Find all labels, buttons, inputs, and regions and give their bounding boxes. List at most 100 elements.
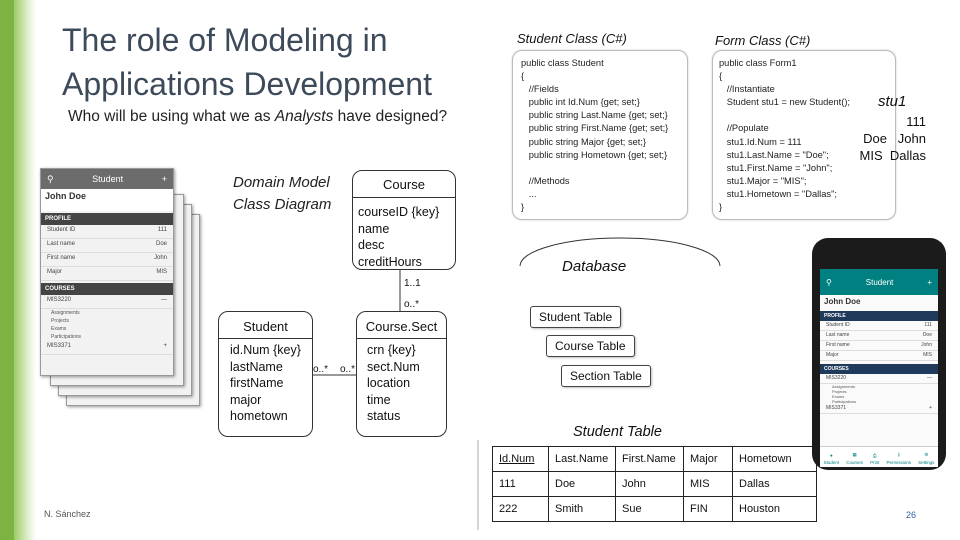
profile-section: PROFILE: [820, 311, 938, 321]
subtitle-pre: Who will be using what we as: [68, 108, 275, 125]
attribute: desc: [358, 238, 385, 252]
course-name: MIS3371: [47, 343, 72, 349]
profile-row: Last name Doe: [41, 239, 173, 253]
attribute: creditHours: [358, 254, 422, 269]
db-table-section: Section Table: [561, 365, 651, 387]
screen-header: ⚲ Student +: [41, 169, 173, 189]
row-value: 111: [157, 227, 167, 233]
db-table-student: Student Table: [530, 306, 622, 328]
uml-class-course-sect: Course.Sect crn {key} sect.Num location …: [356, 311, 447, 437]
attribute: major: [230, 392, 262, 407]
course-name: MIS3220: [826, 375, 847, 381]
row-label: First name: [47, 255, 76, 261]
app-bottom-nav: ●Student ▦Courses ⎙Print ⚷Permissions ⚙S…: [820, 446, 938, 467]
nav-print[interactable]: ⎙Print: [870, 453, 879, 467]
table-cell: Sue: [615, 496, 684, 522]
row-value: Doe: [155, 241, 167, 247]
gear-icon: ⚙: [924, 452, 929, 457]
attribute: lastName: [230, 359, 283, 374]
form-class-code-box: public class Form1 { //Instantiate Stude…: [712, 50, 896, 220]
multiplicity: 1..1: [404, 278, 421, 289]
plus-icon: +: [161, 174, 167, 184]
course-item: Assignments: [51, 310, 80, 316]
course-name: MIS3220: [47, 297, 72, 303]
course-name: MIS3371: [826, 405, 847, 411]
table-cell: 111: [492, 471, 549, 497]
database-shape: [519, 237, 721, 267]
row-label: Student ID: [826, 322, 850, 328]
multiplicity: o..*: [404, 299, 420, 310]
row-label: First name: [826, 342, 850, 348]
course-row: MIS3220—: [820, 374, 938, 384]
nav-permissions[interactable]: ⚷Permissions: [886, 452, 911, 467]
attribute: sect.Num: [367, 359, 420, 374]
table-cell: MIS: [683, 471, 733, 497]
plus-icon: +: [163, 343, 167, 349]
subtitle-emphasis: Analysts: [274, 108, 334, 125]
class-attributes: courseID {key} name desc creditHours: [353, 204, 455, 270]
screen-header-label: Student: [92, 174, 124, 184]
student-table-title: Student Table: [573, 424, 662, 440]
attribute: crn {key}: [367, 343, 416, 357]
table-header: Last.Name: [548, 446, 616, 472]
student-name: John Doe: [824, 297, 861, 306]
attribute: time: [367, 392, 391, 407]
class-attributes: crn {key} sect.Num location time status: [357, 342, 446, 425]
book-icon: ▦: [852, 452, 857, 457]
course-item: Participations: [832, 399, 857, 404]
stu1-value: Doe John: [863, 131, 926, 146]
row-value: John: [921, 342, 932, 348]
class-title: Course: [383, 177, 425, 192]
multiplicity: o..*: [340, 364, 356, 375]
nav-settings[interactable]: ⚙Settings: [918, 452, 934, 467]
row-label: Last name: [47, 241, 76, 247]
accent-gradient: [14, 0, 36, 540]
page-number: 26: [906, 510, 917, 520]
course-row: MIS3371+: [820, 404, 938, 414]
row-value: Doe: [922, 332, 932, 338]
nav-student[interactable]: ●Student: [824, 453, 840, 467]
course-row: MIS3220—: [41, 295, 173, 309]
row-label: Major: [47, 269, 63, 275]
search-icon: ⚲: [826, 277, 832, 287]
attribute: id.Num {key}: [230, 343, 301, 357]
form-class-code: public class Form1 { //Instantiate Stude…: [719, 58, 851, 213]
student-name: John Doe: [41, 189, 173, 211]
courses-section: COURSES: [820, 364, 938, 374]
stu1-value: MIS Dallas: [859, 148, 926, 163]
class-attributes: id.Num {key} lastName firstName major ho…: [219, 342, 312, 425]
attribute: name: [358, 221, 390, 236]
nav-courses[interactable]: ▦Courses: [846, 452, 863, 467]
table-header: Id.Num: [492, 446, 549, 472]
title-line-1: The role of Modeling in: [62, 22, 388, 58]
course-item: Participations: [51, 334, 82, 340]
table-row: 111 Doe John MIS Dallas: [492, 471, 817, 497]
student-class-code-box: public class Student { //Fields public i…: [512, 50, 688, 220]
uml-class-course: Course courseID {key} name desc creditHo…: [352, 170, 456, 270]
student-table: Id.Num Last.Name First.Name Major Hometo…: [492, 446, 817, 522]
profile-row: First name John: [41, 253, 173, 267]
diagram-label-line2: Class Diagram: [233, 196, 332, 213]
table-cell: John: [615, 471, 684, 497]
table-cell: Houston: [732, 496, 817, 522]
search-icon: ⚲: [47, 173, 54, 184]
table-header: Hometown: [732, 446, 817, 472]
class-title: Student: [243, 319, 288, 334]
attribute: hometown: [230, 409, 288, 423]
database-label: Database: [562, 258, 627, 275]
row-value: John: [153, 255, 167, 261]
plus-icon: +: [927, 277, 932, 287]
multiplicity: o..*: [313, 364, 329, 375]
app-header: ⚲ Student +: [820, 269, 938, 295]
table-header: First.Name: [615, 446, 684, 472]
student-class-code: public class Student { //Fields public i…: [521, 58, 669, 213]
stu1-values: 111 Doe John MIS Dallas: [840, 113, 926, 164]
nav-label: Permissions: [886, 460, 911, 465]
stu1-label: stu1: [878, 93, 907, 110]
attribute: courseID {key}: [358, 205, 440, 219]
attribute: firstName: [230, 376, 284, 390]
